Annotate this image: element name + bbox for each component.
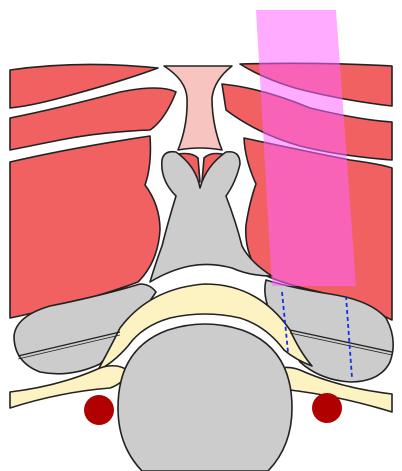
needle-beam-overlay <box>256 10 356 286</box>
left-vessel <box>84 395 114 425</box>
spinous-process <box>164 66 232 150</box>
right-vessel <box>312 393 342 423</box>
vertebral-body <box>118 324 292 471</box>
